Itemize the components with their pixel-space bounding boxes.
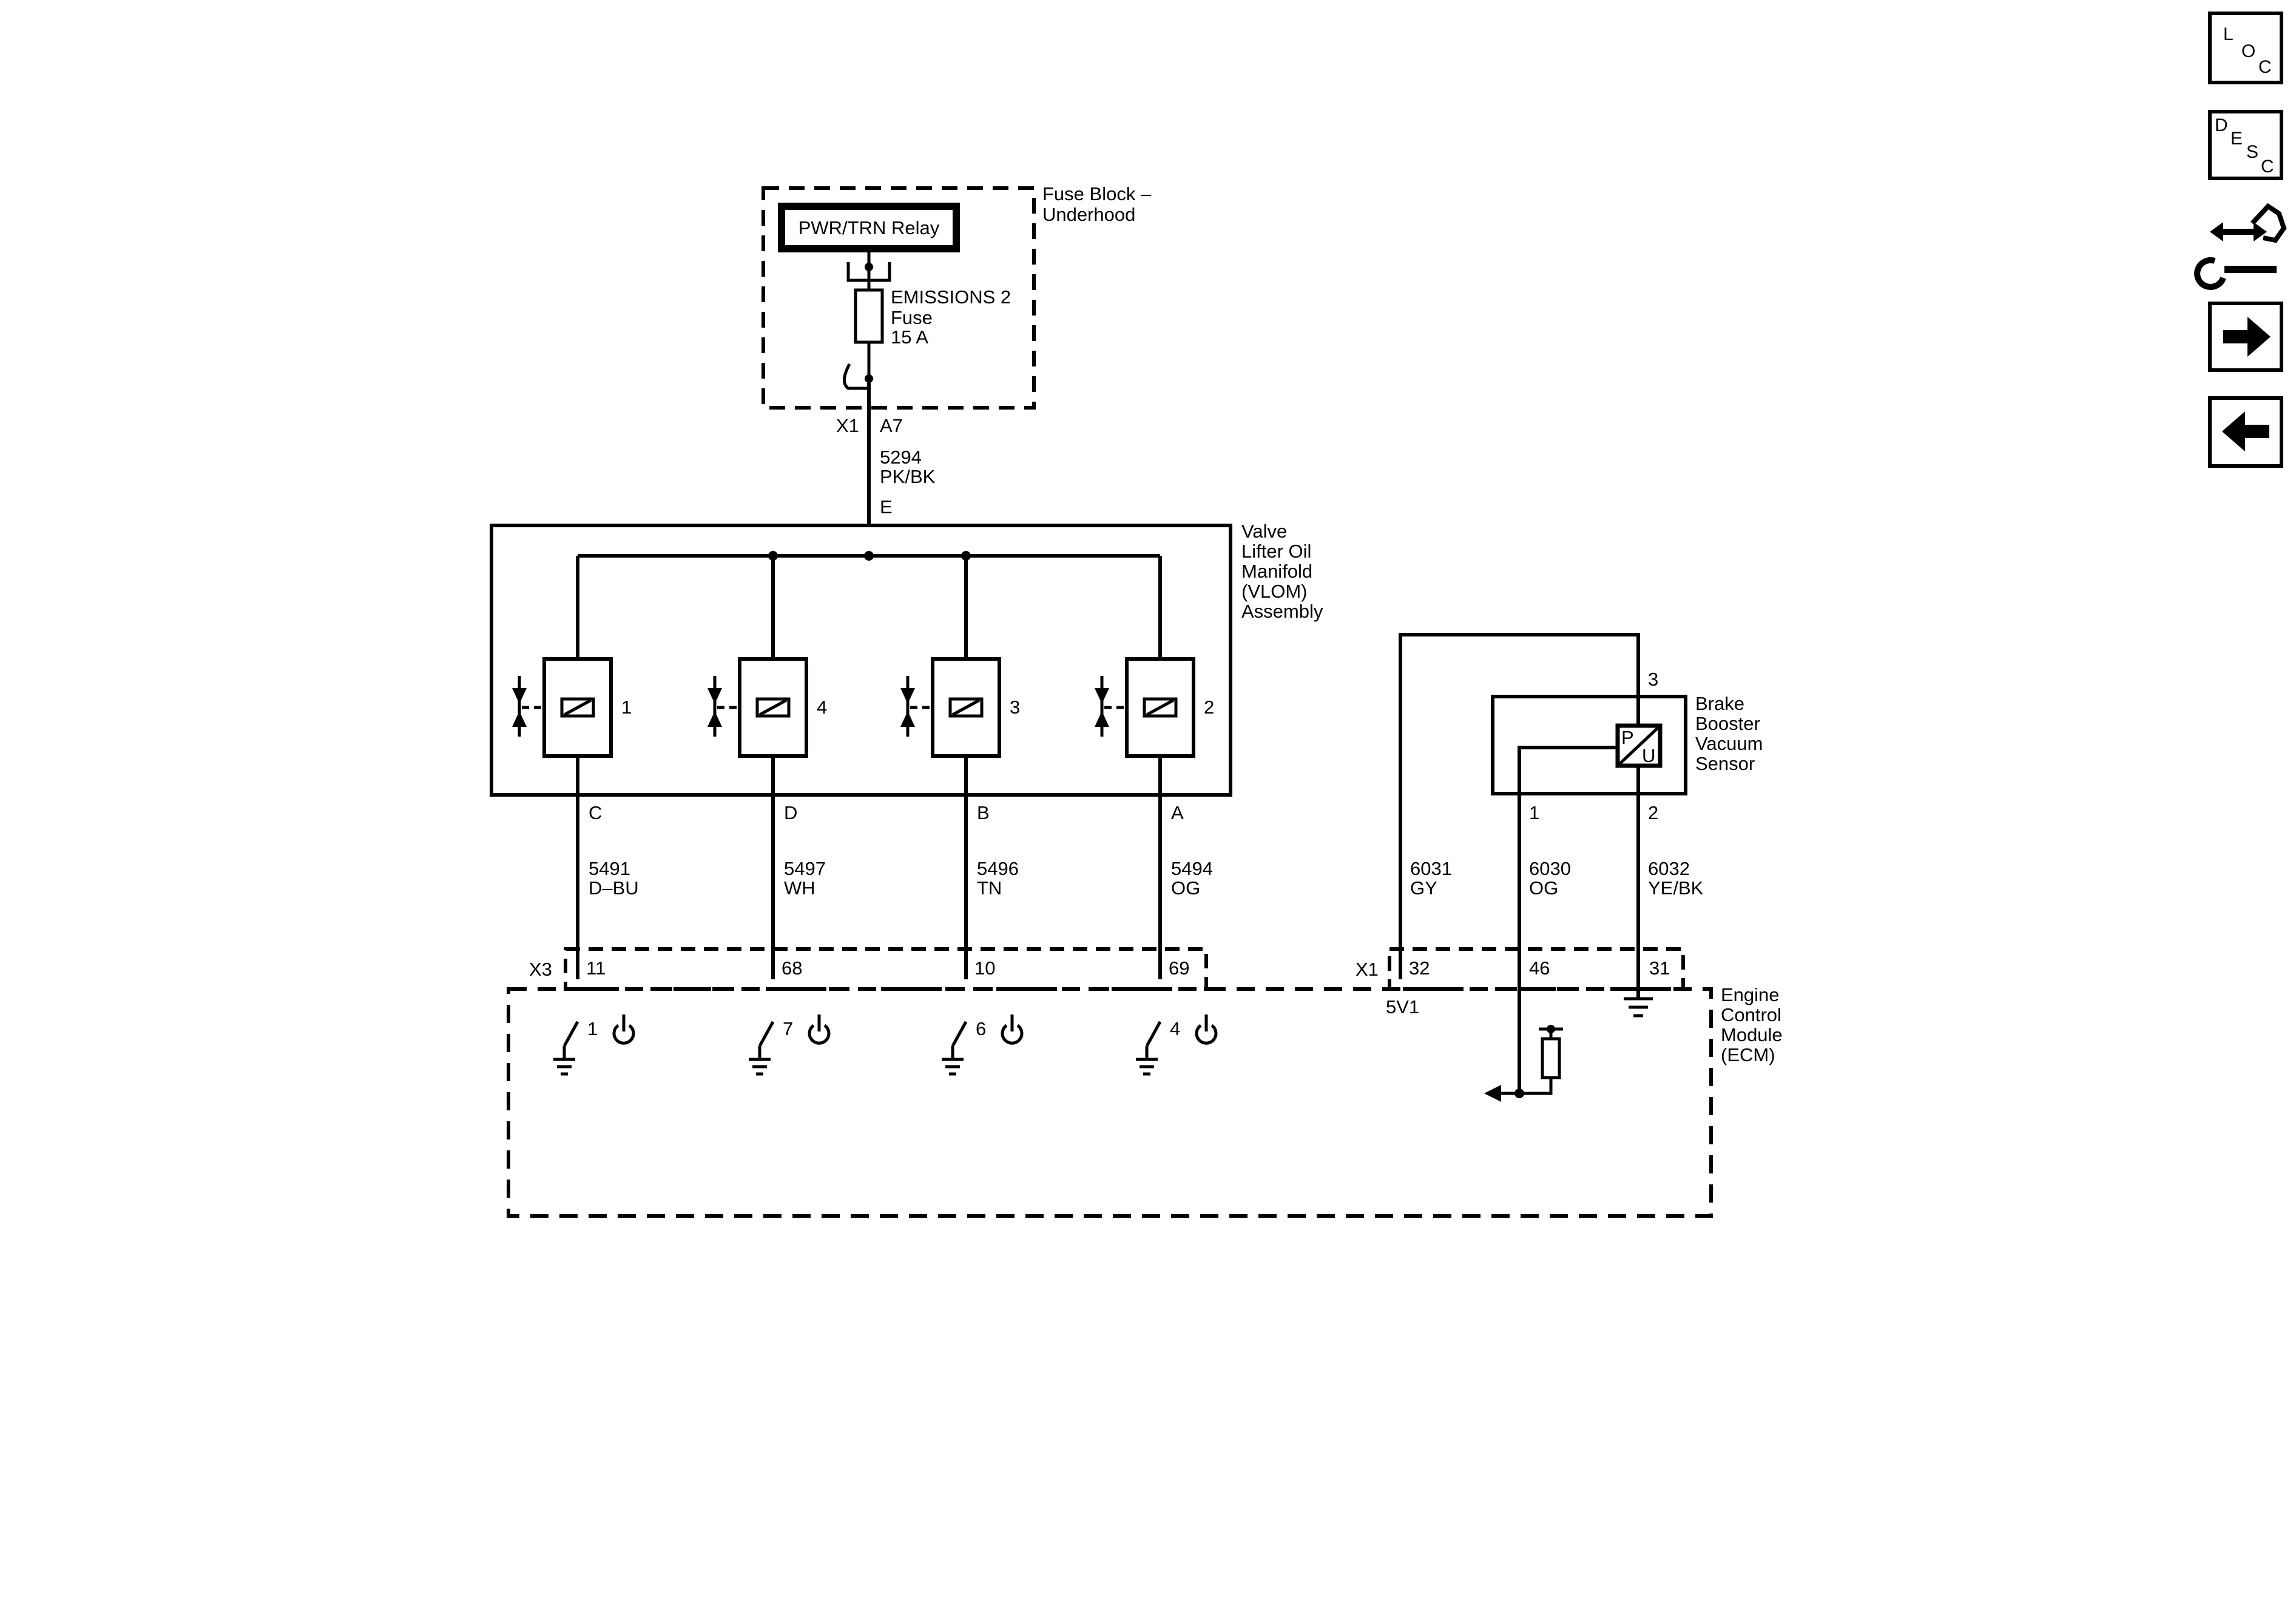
solenoid-1: 1 C 5491 D–BU 11 1: [512, 556, 639, 1076]
driver-number: 7: [783, 1018, 793, 1039]
wire-6032-circuit: 6032: [1648, 858, 1690, 879]
sensor-label-4: Sensor: [1695, 753, 1755, 774]
nav-desc-button[interactable]: D E S C: [2208, 110, 2283, 180]
vlom-label-2: Lifter Oil: [1241, 541, 1311, 562]
fuse-pin-label: A7: [880, 415, 903, 436]
ecm-pin-46: 46: [1529, 957, 1550, 979]
fuse-connector-label: X1: [836, 415, 859, 436]
feed-pin: E: [880, 496, 893, 518]
solenoid-circuit: 5496: [977, 858, 1019, 879]
solenoid-circuit: 5497: [784, 858, 826, 879]
connector-tool-icon[interactable]: [2194, 203, 2287, 290]
vlom-label-5: Assembly: [1241, 601, 1323, 622]
solenoid-number: 3: [1010, 697, 1020, 718]
fuse-label-1: EMISSIONS 2: [891, 286, 1011, 308]
ecm-label-2: Control: [1721, 1004, 1781, 1025]
solenoid-pin: D: [784, 802, 797, 823]
ecm-pin: 11: [586, 957, 606, 979]
brake-booster-sensor: 3 Brake Booster Vacuum Sensor P U 1 2 60…: [1399, 633, 1763, 1102]
wire-6032-color: YE/BK: [1648, 877, 1704, 899]
feed-wire: 5294 PK/BK E: [867, 376, 936, 525]
ecm-label-4: (ECM): [1721, 1044, 1775, 1065]
driver-number: 1: [587, 1018, 598, 1039]
power-icon: [612, 1014, 635, 1045]
solenoid-2: 2 A 5494 OG 69 4: [1095, 556, 1218, 1076]
driver-number: 6: [976, 1018, 986, 1039]
solenoid-number: 2: [1204, 697, 1214, 718]
driver-number: 4: [1170, 1018, 1180, 1039]
solenoid-3: 3 B 5496 TN 10 6: [900, 556, 1024, 1076]
solenoid-pin: A: [1171, 802, 1184, 823]
solenoid-pin: B: [977, 802, 990, 823]
feed-color: PK/BK: [880, 466, 936, 487]
ecm-module: X3 X1 5V1 Engine Control Module (ECM): [507, 947, 1783, 1218]
fuse-block-label-2: Underhood: [1042, 204, 1135, 225]
sensor-label-2: Booster: [1695, 713, 1760, 734]
arrow-right-button[interactable]: [2208, 302, 2283, 372]
ecm-ref-5v1: 5V1: [1386, 996, 1419, 1018]
power-icon: [808, 1014, 831, 1045]
arrow-right-icon: [2223, 317, 2271, 357]
sensor-label-3: Vacuum: [1695, 733, 1763, 754]
ecm-pin: 10: [974, 957, 995, 979]
desc-letter-s: S: [2246, 142, 2258, 162]
solenoid-circuit: 5491: [589, 858, 630, 879]
sensor-pin-3: 3: [1648, 669, 1658, 690]
solenoid-pin: C: [589, 802, 602, 823]
loc-letter-o: O: [2241, 41, 2255, 61]
feed-circuit: 5294: [880, 447, 922, 468]
solenoid-number: 1: [621, 697, 632, 718]
sensor-symbol-u: U: [1642, 745, 1655, 766]
sensor-symbol-p: P: [1621, 727, 1634, 748]
solenoid-number: 4: [817, 697, 827, 718]
wire-6031-color: GY: [1410, 877, 1437, 899]
solenoid-color: TN: [977, 877, 1002, 899]
ecm-connector-x1: X1: [1356, 959, 1379, 980]
fuse-block: Fuse Block – Underhood PWR/TRN Relay EMI…: [761, 183, 1152, 436]
fuse-block-label-1: Fuse Block –: [1042, 183, 1152, 204]
sensor-pin-2: 2: [1648, 802, 1658, 823]
relay-label: PWR/TRN Relay: [799, 217, 940, 238]
nav-loc-button[interactable]: L O C: [2208, 12, 2283, 84]
power-icon: [1001, 1014, 1024, 1045]
ecm-pin: 69: [1169, 957, 1189, 979]
ecm-pin: 68: [782, 957, 802, 979]
solenoid-color: WH: [784, 877, 815, 899]
vlom-label-1: Valve: [1241, 521, 1287, 542]
ecm-connector-x3: X3: [529, 959, 552, 980]
wire-6030-circuit: 6030: [1529, 858, 1571, 879]
sensor-label-1: Brake: [1695, 693, 1744, 714]
emissions-2-fuse: [854, 288, 884, 344]
ecm-label-3: Module: [1721, 1024, 1783, 1045]
desc-letter-e: E: [2230, 129, 2243, 149]
solenoid-color: OG: [1171, 877, 1200, 899]
desc-letter-c: C: [2261, 157, 2274, 177]
fuse-label-2: Fuse: [891, 307, 933, 328]
solenoid-color: D–BU: [589, 877, 639, 899]
desc-letter-d: D: [2215, 115, 2228, 135]
wire-6031-circuit: 6031: [1410, 858, 1452, 879]
power-icon: [1195, 1014, 1218, 1045]
solenoid-circuit: 5494: [1171, 858, 1213, 879]
vlom-label-4: (VLOM): [1241, 581, 1308, 602]
sensor-pin-1: 1: [1529, 802, 1539, 823]
wire-6030-color: OG: [1529, 877, 1558, 899]
arrow-left-button[interactable]: [2208, 396, 2283, 468]
vlom-assembly: Valve Lifter Oil Manifold (VLOM) Assembl…: [490, 521, 1323, 797]
loc-letter-l: L: [2223, 24, 2234, 44]
ecm-pin-31: 31: [1649, 957, 1670, 979]
vlom-label-3: Manifold: [1241, 561, 1312, 582]
ecm-label-1: Engine: [1721, 984, 1780, 1005]
loc-letter-c: C: [2258, 57, 2272, 77]
ecm-pin-32: 32: [1409, 957, 1430, 979]
arrow-left-icon: [2222, 411, 2269, 451]
solenoid-4: 4 D 5497 WH 68 7: [707, 556, 831, 1076]
fuse-label-3: 15 A: [891, 326, 928, 348]
